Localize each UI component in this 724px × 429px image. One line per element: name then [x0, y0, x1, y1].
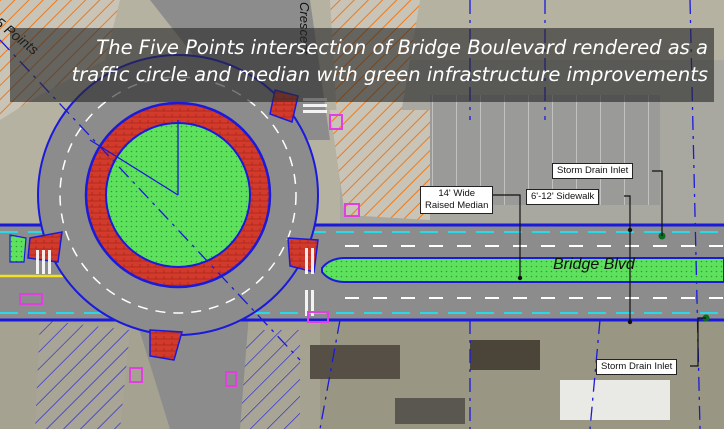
- street-label-bridge-blvd: Bridge Blvd: [553, 256, 635, 273]
- building: [470, 340, 540, 370]
- building: [310, 345, 400, 379]
- building: [395, 398, 465, 424]
- callout-median-width: 14' Wide: [438, 188, 476, 199]
- callout-sidewalk: 6'-12' Sidewalk: [526, 189, 600, 205]
- building: [560, 380, 670, 420]
- hatched-zone-northeast: [330, 110, 430, 220]
- image-caption: The Five Points intersection of Bridge B…: [18, 34, 708, 88]
- caption-line-1: The Five Points intersection of Bridge B…: [96, 36, 708, 59]
- hatched-zone-southwest: [35, 320, 130, 429]
- callout-leaders: [490, 170, 706, 367]
- callout-raised-median: 14' Wide Raised Median: [420, 186, 494, 214]
- splitter-island: [149, 329, 183, 361]
- curb-ramps: [19, 114, 360, 387]
- caption-overlay: [10, 28, 714, 102]
- callout-storm-drain-inlet-top: Storm Drain Inlet: [552, 163, 634, 179]
- callout-storm-drain-inlet-bottom: Storm Drain Inlet: [596, 359, 678, 375]
- callout-median-label: Raised Median: [425, 200, 489, 211]
- caption-line-2: traffic circle and median with green inf…: [71, 63, 708, 86]
- raised-median: [321, 257, 724, 283]
